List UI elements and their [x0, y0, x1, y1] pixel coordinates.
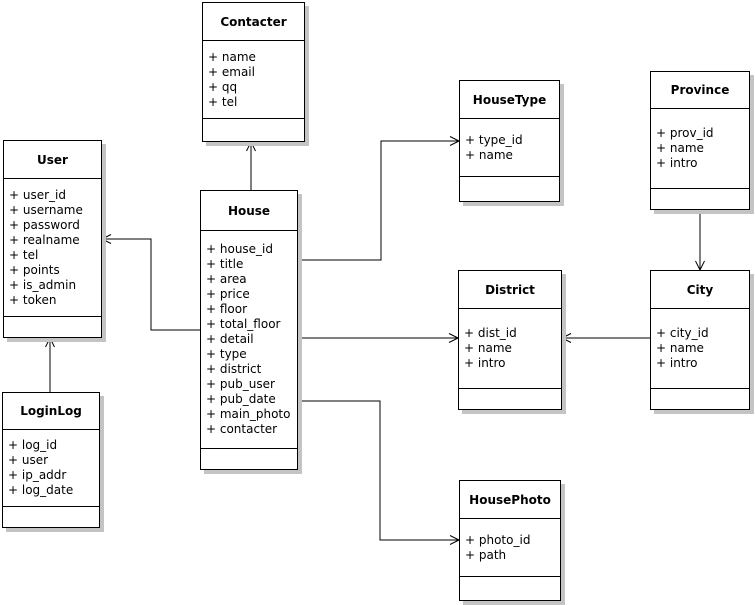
class-box-district[interactable]: District+ dist_id+ name+ intro — [458, 270, 562, 410]
class-title-contacter: Contacter — [203, 3, 304, 41]
class-attributes-loginlog: + log_id+ user+ ip_addr+ log_date — [3, 430, 99, 507]
class-methods-empty-housephoto — [460, 577, 560, 600]
class-attribute: + log_id — [8, 438, 58, 452]
class-attribute: + dist_id — [464, 326, 517, 340]
class-box-contacter[interactable]: Contacter+ name+ email+ qq+ tel — [202, 2, 305, 142]
class-attribute: + realname — [9, 232, 80, 247]
class-title-district: District — [459, 271, 561, 309]
class-attribute: + user — [8, 453, 49, 467]
class-attribute: + total_floor — [206, 317, 281, 331]
class-methods-empty-user — [4, 317, 101, 337]
class-methods-empty-city — [651, 389, 749, 409]
class-attribute: + area — [206, 272, 247, 286]
class-attribute: + title — [206, 257, 244, 271]
connector-house-to-contacter — [246, 141, 256, 190]
class-attribute: + tel — [208, 94, 238, 109]
class-title-user: User — [4, 141, 101, 179]
class-attribute: + token — [9, 292, 57, 307]
class-methods-empty-loginlog — [3, 507, 99, 527]
class-methods-empty-contacter — [203, 119, 304, 141]
class-attribute: + name — [208, 49, 256, 64]
class-attribute: + password — [9, 217, 80, 232]
class-title-loginlog: LoginLog — [3, 393, 99, 430]
class-attribute: + path — [465, 547, 507, 562]
class-title-house: House — [201, 191, 297, 231]
class-title-city: City — [651, 271, 749, 309]
class-attribute: + ip_addr — [8, 468, 67, 482]
class-attribute: + log_date — [8, 483, 74, 497]
class-attribute: + user_id — [9, 187, 66, 202]
class-attribute: + detail — [206, 332, 254, 346]
class-attribute: + contacter — [206, 422, 278, 436]
connector-city-to-district — [561, 333, 650, 343]
class-attribute: + pub_date — [206, 392, 276, 406]
class-attribute: + is_admin — [9, 277, 77, 292]
class-box-housephoto[interactable]: HousePhoto+ photo_id+ path — [459, 480, 561, 601]
class-methods-empty-house — [201, 449, 297, 469]
class-attribute: + intro — [656, 156, 698, 170]
connector-house-to-housephoto — [298, 400, 460, 545]
class-attribute: + type — [206, 347, 247, 361]
class-attribute: + type_id — [465, 132, 523, 147]
class-box-user[interactable]: User+ user_id+ username+ password+ realn… — [3, 140, 102, 338]
class-attribute: + name — [656, 341, 704, 355]
class-box-loginlog[interactable]: LoginLog+ log_id+ user+ ip_addr+ log_dat… — [2, 392, 100, 528]
class-title-housetype: HouseType — [460, 81, 559, 119]
class-attribute: + pub_user — [206, 377, 275, 391]
class-attribute: + price — [206, 287, 250, 301]
connector-loginlog-to-user — [45, 337, 55, 392]
class-attribute: + name — [464, 341, 512, 355]
class-attribute: + points — [9, 262, 60, 277]
class-attribute: + city_id — [656, 326, 709, 340]
connector-house-to-district — [298, 333, 459, 343]
class-attributes-province: + prov_id+ name+ intro — [651, 109, 749, 189]
class-attributes-house: + house_id+ title+ area+ price+ floor+ t… — [201, 231, 297, 449]
class-methods-empty-district — [459, 389, 561, 409]
class-attribute: + prov_id — [656, 126, 714, 140]
class-box-house[interactable]: House+ house_id+ title+ area+ price+ flo… — [200, 190, 298, 470]
class-attribute: + qq — [208, 79, 238, 94]
class-methods-empty-province — [651, 189, 749, 209]
class-attributes-contacter: + name+ email+ qq+ tel — [203, 41, 304, 119]
class-title-housephoto: HousePhoto — [460, 481, 560, 519]
class-box-city[interactable]: City+ city_id+ name+ intro — [650, 270, 750, 410]
class-box-housetype[interactable]: HouseType+ type_id+ name — [459, 80, 560, 202]
class-attribute: + username — [9, 202, 83, 217]
class-attribute: + main_photo — [206, 407, 291, 421]
class-attribute: + email — [208, 64, 255, 79]
class-attributes-housephoto: + photo_id+ path — [460, 519, 560, 577]
class-attributes-city: + city_id+ name+ intro — [651, 309, 749, 389]
class-attribute: + name — [656, 141, 704, 155]
class-attributes-user: + user_id+ username+ password+ realname+… — [4, 179, 101, 317]
class-methods-empty-housetype — [460, 177, 559, 201]
class-attributes-housetype: + type_id+ name — [460, 119, 559, 177]
class-attribute: + intro — [464, 356, 506, 370]
class-attribute: + photo_id — [465, 532, 531, 547]
connector-house-to-housetype — [298, 136, 460, 261]
connector-province-to-city — [695, 210, 705, 271]
class-attribute: + name — [465, 147, 513, 162]
class-attribute: + district — [206, 362, 262, 376]
class-attribute: + house_id — [206, 242, 274, 256]
connector-house-to-user — [101, 234, 200, 331]
class-attribute: + floor — [206, 302, 248, 316]
class-attributes-district: + dist_id+ name+ intro — [459, 309, 561, 389]
class-box-province[interactable]: Province+ prov_id+ name+ intro — [650, 71, 750, 210]
class-attribute: + intro — [656, 356, 698, 370]
class-title-province: Province — [651, 72, 749, 109]
class-attribute: + tel — [9, 247, 39, 262]
